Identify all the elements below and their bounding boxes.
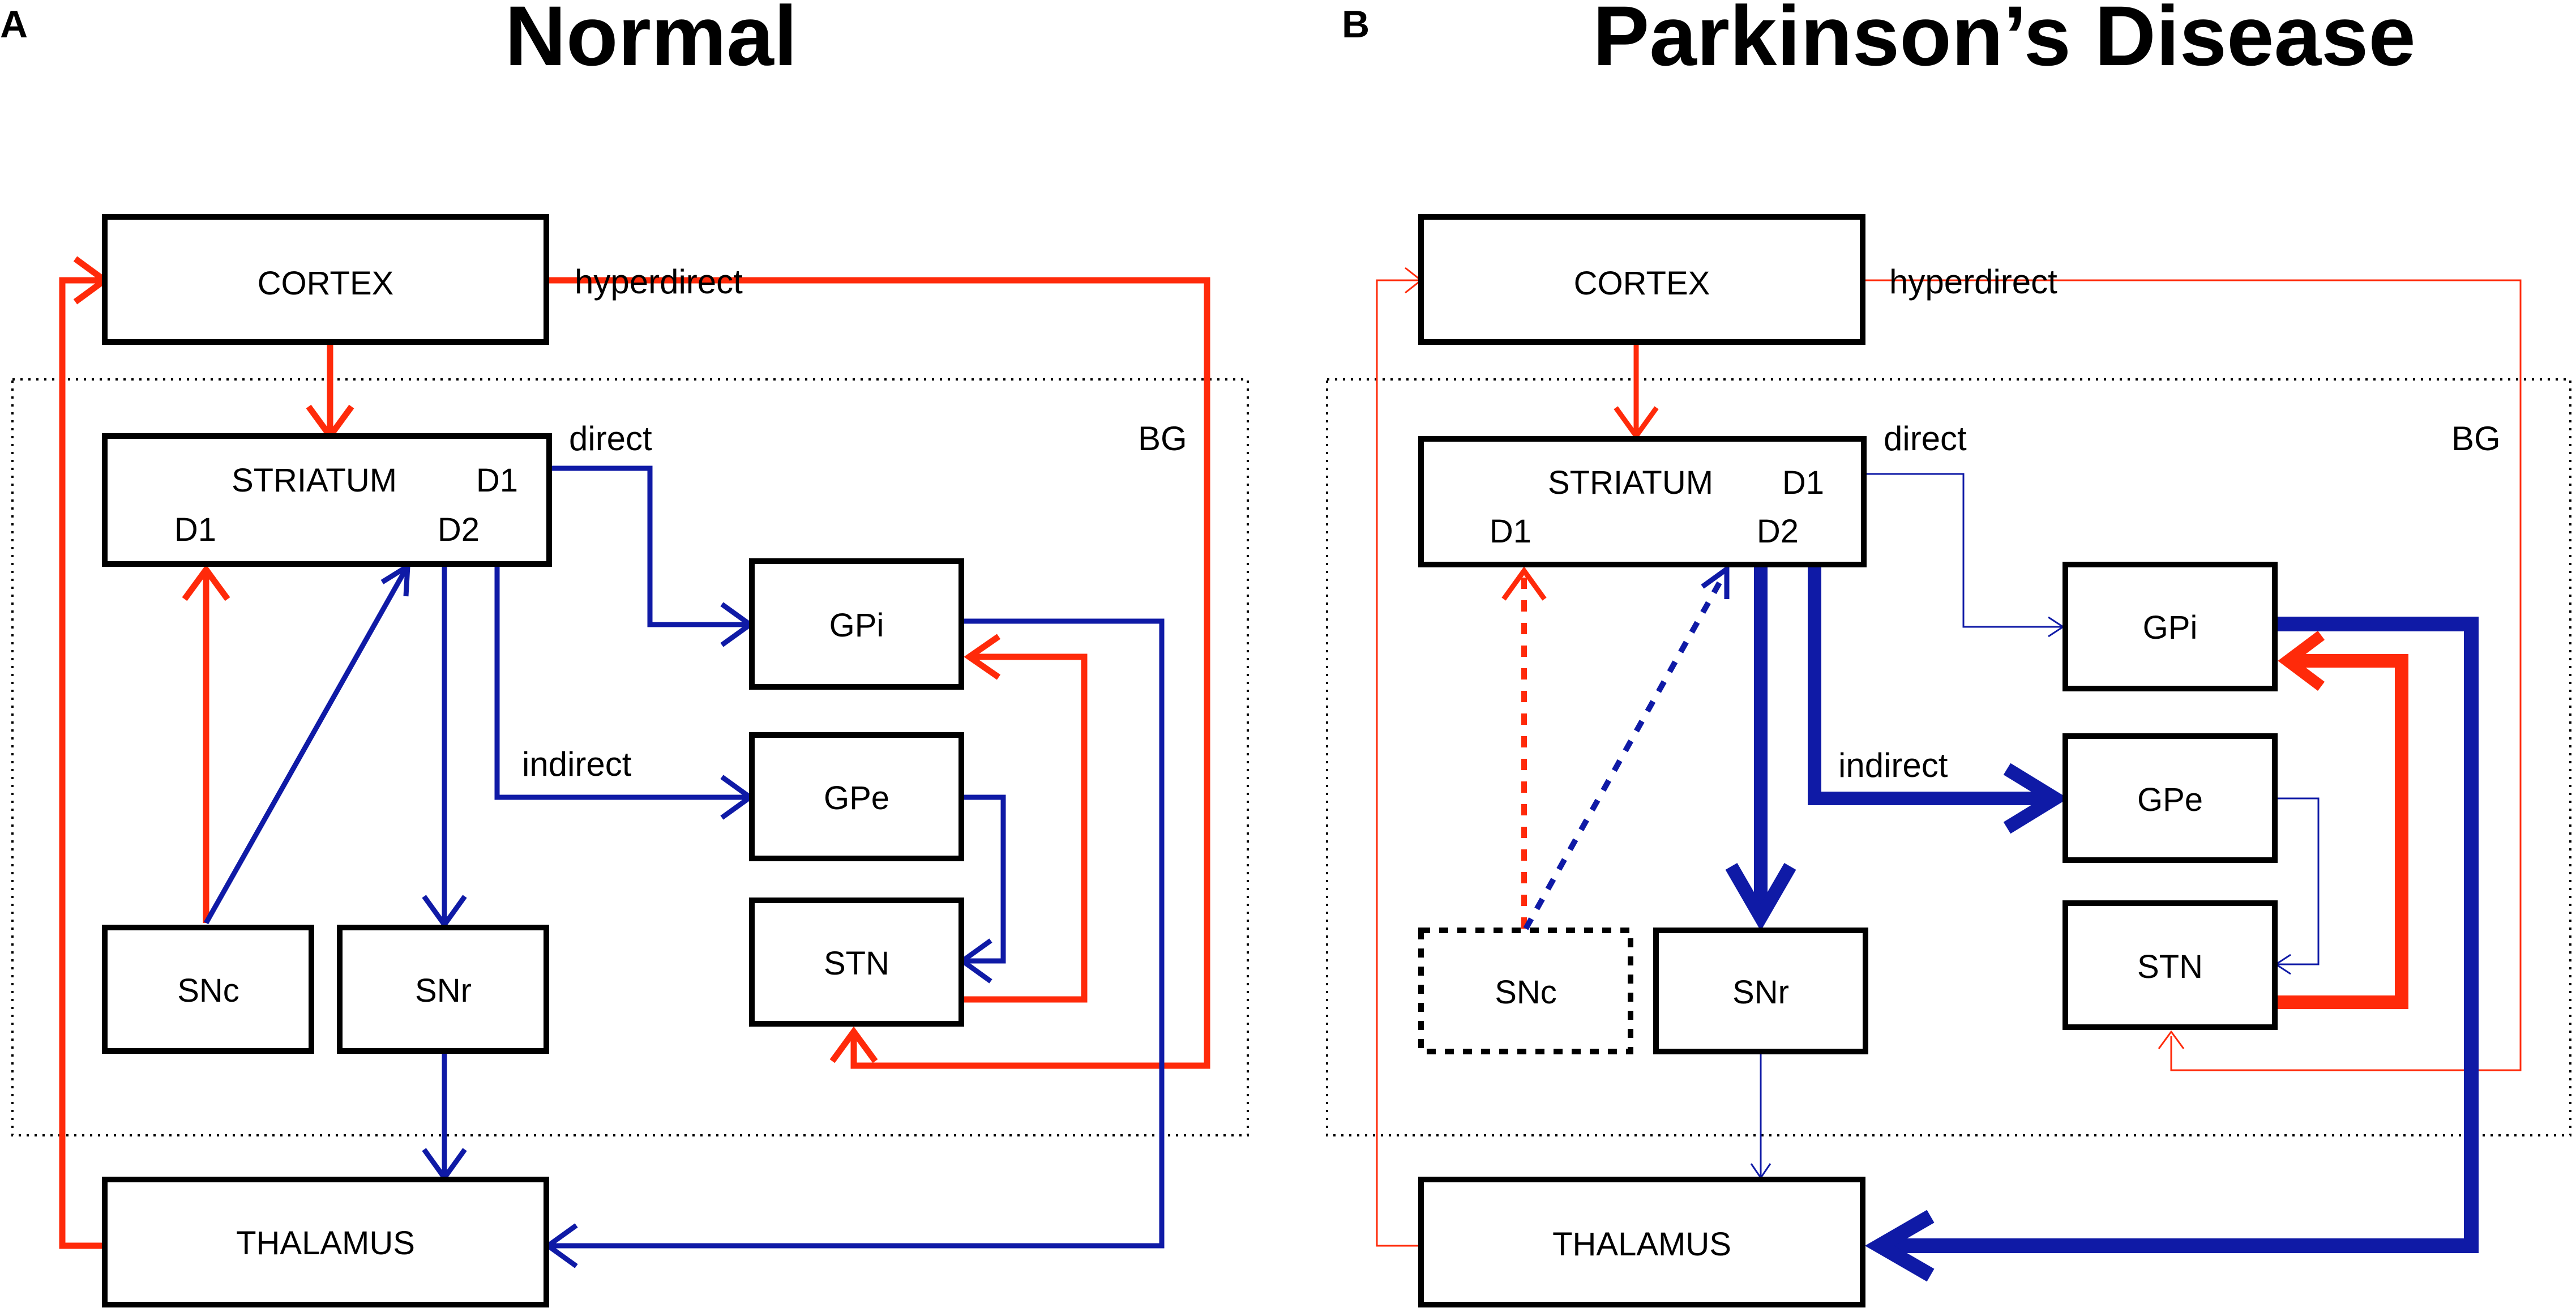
node-label-snc-b: SNc (1495, 974, 1557, 1011)
arrowhead-snc-to-d1-b (1501, 566, 1547, 601)
node-striatum-a: STRIATUM D1 D1 D2 (102, 433, 552, 567)
panel-letter-a: A (0, 3, 28, 46)
node-label-striatum-d1-left-a: D1 (174, 511, 216, 548)
label-hyperdirect-b: hyperdirect (1889, 263, 2057, 301)
arrowhead-gpi-to-thalamus-b (1865, 1210, 1935, 1282)
inhibitory-connections-a (204, 465, 1165, 1268)
node-label-striatum-d1-left-b: D1 (1490, 513, 1531, 550)
bg-region-label-b: BG (2451, 420, 2501, 458)
arrow-gpi-to-thalamus-a (548, 618, 1165, 1249)
node-label-snr-a: SNr (415, 972, 472, 1009)
arrow-direct-d1-to-gpi-b (1864, 473, 2062, 628)
node-label-cortex-b: CORTEX (1574, 265, 1710, 302)
arrow-thalamus-to-cortex-a (59, 277, 105, 1249)
arrowhead-stn-to-gpi-b (2278, 631, 2325, 691)
arrow-indirect-d2-to-gpe-a (494, 566, 750, 800)
arrow-gpi-to-thalamus-b (1885, 617, 2479, 1253)
node-label-snr-b: SNr (1732, 974, 1789, 1011)
node-label-stn-b: STN (2137, 948, 2203, 985)
arrow-gpe-to-stn-b (2276, 797, 2320, 965)
bg-region-label-a: BG (1138, 420, 1187, 458)
node-label-snc-a: SNc (177, 972, 239, 1009)
node-snr-a: SNr (337, 925, 549, 1054)
arrow-snc-to-d2-a (204, 566, 409, 925)
node-cortex-a: CORTEX (102, 214, 549, 345)
node-label-striatum-d2-b: D2 (1757, 513, 1799, 550)
arrow-hyperdirect-cortex-to-stn-b (1863, 279, 2522, 1071)
node-label-cortex-a: CORTEX (258, 265, 394, 302)
label-hyperdirect-a: hyperdirect (575, 263, 743, 301)
node-gpe-a: GPe (749, 732, 964, 861)
arrow-stn-to-gpi-b (2276, 654, 2408, 1009)
node-snr-b: SNr (1653, 928, 1868, 1054)
arrowhead-snc-to-d1-a (182, 564, 230, 601)
arrowhead-d2-to-snr-b (1725, 862, 1796, 931)
arrowhead-indirect-b (2003, 763, 2068, 834)
node-label-striatum-b: STRIATUM (1548, 464, 1713, 501)
arrow-indirect-d2-to-gpe-b (1808, 561, 2049, 805)
arrowhead-stn-to-gpi-a (964, 634, 1001, 680)
arrow-gpe-to-stn-a (961, 794, 1006, 964)
arrow-hyperdirect-cortex-to-stn-a (545, 277, 1210, 1069)
panel-parkinsons: B Parkinson’s Disease BG (1326, 0, 2571, 1307)
node-snc-a: SNc (102, 925, 314, 1054)
inhibitory-connections-b (1523, 473, 2479, 1282)
label-indirect-a: indirect (522, 745, 632, 783)
arrow-thalamus-to-cortex-b (1376, 279, 1421, 1247)
label-indirect-b: indirect (1838, 746, 1948, 784)
node-label-thalamus-b: THALAMUS (1552, 1226, 1731, 1263)
arrowhead-snc-to-d2-b (1701, 564, 1730, 599)
arrowhead-hyperdirect-a (829, 1026, 878, 1063)
node-gpi-b: GPi (2062, 562, 2278, 691)
excitatory-connections-a (59, 256, 1210, 1249)
node-label-stn-a: STN (824, 945, 889, 982)
node-striatum-b: STRIATUM D1 D1 D2 (1418, 436, 1867, 567)
node-label-gpi-a: GPi (829, 607, 884, 644)
node-label-striatum-d1-right-b: D1 (1782, 464, 1824, 501)
node-cortex-b: CORTEX (1418, 214, 1865, 345)
arrow-snc-to-d2-b (1523, 573, 1727, 930)
node-label-gpi-b: GPi (2143, 609, 2198, 646)
node-label-gpe-a: GPe (824, 780, 889, 817)
arrowhead-hyperdirect-b (2158, 1030, 2185, 1049)
arrow-stn-to-gpi-a (961, 653, 1088, 1003)
label-direct-b: direct (1884, 420, 1967, 458)
node-gpi-a: GPi (749, 558, 964, 690)
node-stn-b: STN (2062, 900, 2278, 1030)
panel-title-parkinsons: Parkinson’s Disease (1593, 0, 2416, 83)
node-thalamus-b: THALAMUS (1418, 1177, 1865, 1307)
excitatory-connections-b (1376, 267, 2522, 1247)
node-label-striatum-a: STRIATUM (232, 462, 397, 499)
node-thalamus-a: THALAMUS (102, 1177, 549, 1307)
node-stn-a: STN (749, 898, 964, 1027)
node-label-striatum-d1-right-a: D1 (476, 462, 518, 499)
panel-title-normal: Normal (505, 0, 798, 83)
panel-letter-b: B (1342, 3, 1370, 46)
node-label-striatum-d2-a: D2 (438, 511, 480, 548)
node-label-gpe-b: GPe (2137, 781, 2203, 818)
node-label-thalamus-a: THALAMUS (236, 1225, 415, 1262)
bg-region-a (11, 378, 1249, 1136)
node-gpe-b: GPe (2062, 733, 2278, 863)
node-snc-b: SNc (1418, 928, 1633, 1054)
label-direct-a: direct (569, 420, 652, 458)
panel-normal: A Normal BG (0, 0, 1249, 1307)
arrow-direct-d1-to-gpi-a (549, 465, 750, 627)
